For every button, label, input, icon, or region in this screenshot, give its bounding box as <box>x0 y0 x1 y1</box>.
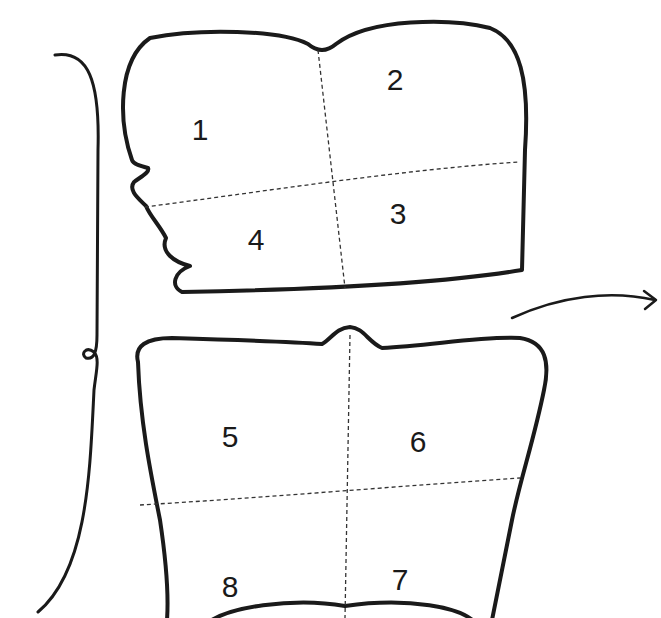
section-divider <box>318 50 345 288</box>
tooth-region: 1 2 3 4 <box>110 15 535 305</box>
arrow-head <box>644 291 656 309</box>
tooth-region: 5 6 7 8 <box>120 320 555 618</box>
section-number: 3 <box>390 199 407 229</box>
section-divider <box>345 335 350 618</box>
section-number: 2 <box>387 65 404 95</box>
tooth-outline <box>137 327 546 618</box>
section-number: 5 <box>222 422 239 452</box>
section-divider <box>140 478 520 505</box>
section-divider <box>145 162 518 207</box>
section-number: 6 <box>410 427 427 457</box>
lower-tooth-outline <box>120 320 555 618</box>
section-number: 7 <box>392 565 409 595</box>
brace <box>38 54 98 612</box>
curved-arrow <box>512 295 655 318</box>
section-number: 4 <box>248 225 265 255</box>
upper-tooth-outline <box>110 15 535 305</box>
section-number: 8 <box>222 572 239 602</box>
tooth-outline <box>123 22 526 292</box>
section-number: 1 <box>192 115 209 145</box>
